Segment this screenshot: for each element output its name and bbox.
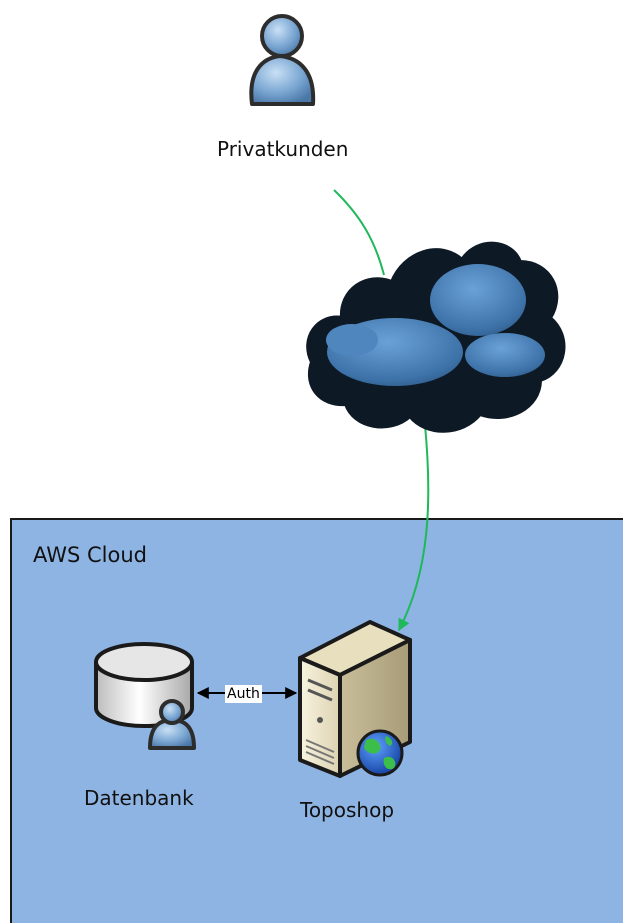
customer-label: Privatkunden [217,137,349,161]
auth-label: Auth [225,685,262,703]
user-icon [249,14,316,106]
globe-icon [356,729,404,777]
connection-customer-to-internet [333,189,385,276]
server-label: Toposhop [300,798,395,822]
database-user-icon [94,642,196,750]
aws-cloud-label: AWS Cloud [33,543,147,567]
cloud-icon [306,241,566,433]
connection-internet-to-server [398,424,430,632]
database-label: Datenbank [84,786,194,810]
